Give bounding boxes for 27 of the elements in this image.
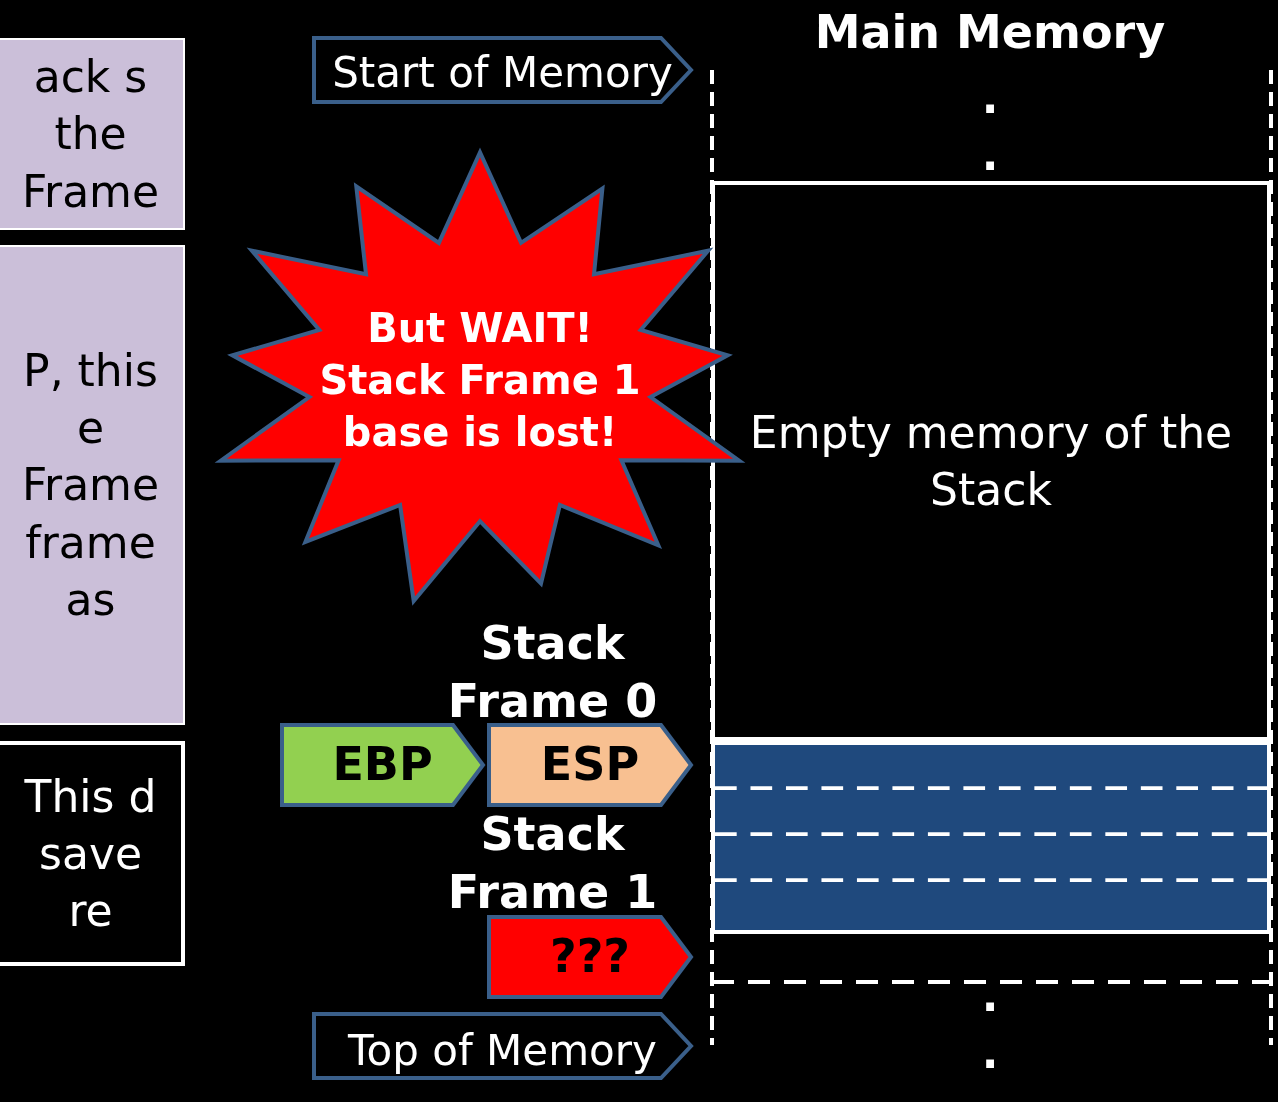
- text-box: [0, 245, 185, 725]
- ellipsis-dot: .: [980, 128, 1000, 182]
- alert-text: Stack Frame 1: [319, 356, 641, 405]
- pointer-tag: [487, 917, 693, 997]
- memory-block: [711, 741, 1271, 934]
- node-label: Start of Memory: [332, 46, 673, 99]
- pointer-tag: [487, 725, 693, 805]
- node-label: Top of Memory: [348, 1024, 657, 1077]
- ellipsis-dot: .: [980, 71, 1000, 125]
- node-label: EBP: [332, 736, 433, 794]
- alert-text: base is lost!: [342, 408, 618, 457]
- alert-text: But WAIT!: [367, 304, 593, 353]
- node-label: ???: [549, 928, 631, 986]
- node-label: P, this e Frame frame as: [20, 344, 161, 627]
- text-box: [0, 741, 185, 966]
- pointer-tag: [280, 725, 485, 805]
- ellipsis-dot: .: [980, 969, 1000, 1023]
- text-box: [0, 38, 185, 230]
- node-label: Empty memory of the Stack: [748, 405, 1234, 517]
- frame-label: Stack Frame 1: [446, 806, 659, 921]
- memory-block: [711, 181, 1271, 741]
- node-label: ack s the Frame: [20, 50, 161, 219]
- ellipsis-dot: .: [980, 1026, 1000, 1080]
- node-label: ESP: [540, 736, 640, 794]
- node-label: This d save re: [23, 769, 158, 939]
- column-heading: Main Memory: [813, 4, 1167, 61]
- frame-label: Stack Frame 0: [446, 615, 659, 730]
